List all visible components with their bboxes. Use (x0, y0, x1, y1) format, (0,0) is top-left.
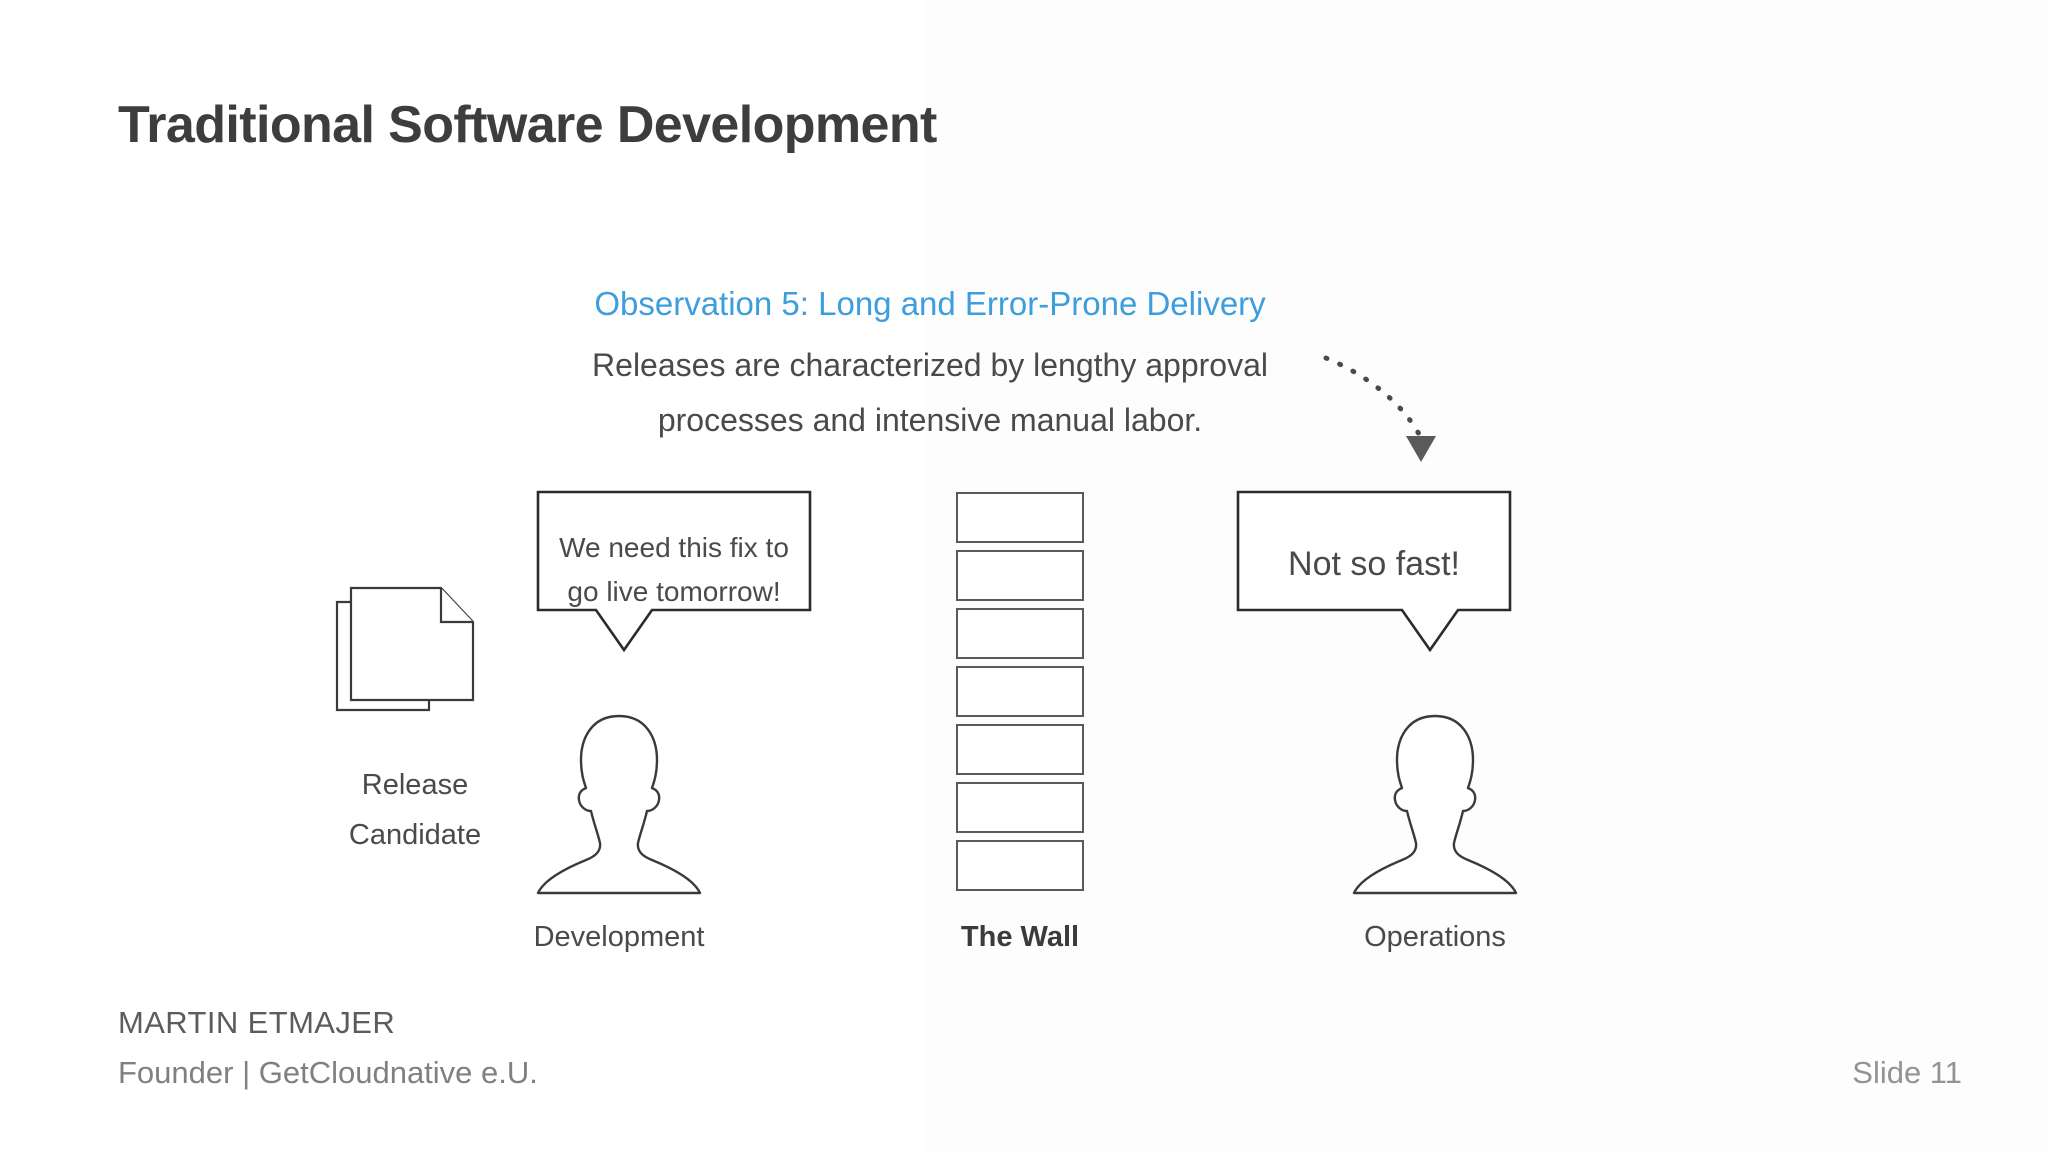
documents-stack-icon (335, 586, 475, 712)
speech-bubble-development-line-1: We need this fix to (559, 532, 789, 563)
wall-brick (956, 608, 1084, 659)
speech-bubble-development: We need this fix to go live tomorrow! (536, 490, 812, 655)
speech-bubble-development-shape (536, 490, 812, 653)
observation-heading: Observation 5: Long and Error-Prone Deli… (594, 285, 1266, 322)
observation-body-line-1: Releases are characterized by lengthy ap… (592, 347, 1268, 383)
caption-operations: Operations (1364, 921, 1506, 953)
wall-brick (956, 666, 1084, 717)
observation-body-line-2: processes and intensive manual labor. (657, 402, 1203, 438)
footer-author-name: MARTIN ETMAJER (118, 1005, 396, 1040)
caption-release-candidate: Release Candidate (265, 760, 565, 860)
brick-wall-icon (956, 492, 1084, 898)
dotted-curved-arrow-icon (1323, 355, 1436, 462)
caption-release-candidate-line-2: Candidate (348, 819, 482, 851)
caption-release-candidate-line-1: Release (361, 769, 469, 801)
wall-brick (956, 840, 1084, 891)
person-silhouette-icon-development (536, 714, 702, 895)
caption-development: Development (533, 921, 705, 953)
speech-bubble-operations-shape (1236, 490, 1512, 653)
observation-body: Releases are characterized by lengthy ap… (380, 338, 1480, 448)
wall-brick (956, 550, 1084, 601)
caption-the-wall: The Wall (960, 921, 1080, 953)
speech-bubble-operations: Not so fast! (1236, 490, 1512, 655)
speech-bubble-operations-line-1: Not so fast! (1288, 545, 1460, 583)
wall-brick (956, 782, 1084, 833)
page-title: Traditional Software Development (118, 96, 937, 154)
wall-brick (956, 724, 1084, 775)
speech-bubble-development-text: We need this fix to go live tomorrow! (536, 526, 812, 614)
footer-author-role: Founder | GetCloudnative e.U. (118, 1055, 538, 1090)
speech-bubble-development-line-2: go live tomorrow! (567, 576, 781, 607)
speech-bubble-operations-text: Not so fast! (1236, 542, 1512, 586)
wall-brick (956, 492, 1084, 543)
person-silhouette-icon-operations (1352, 714, 1518, 895)
slide-number: Slide 11 (1852, 1055, 1962, 1090)
